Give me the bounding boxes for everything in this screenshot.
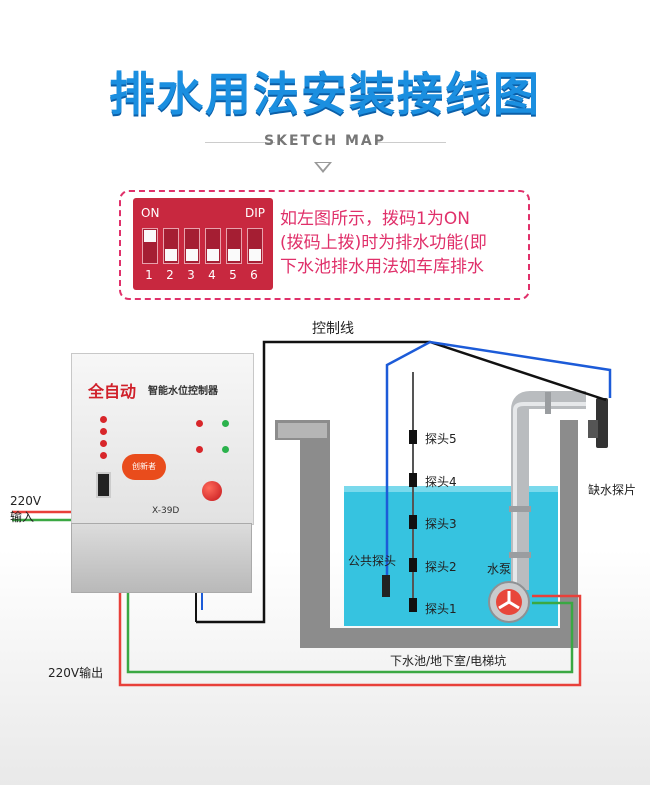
instruction-box — [119, 190, 530, 300]
instruction-line: 如左图所示，拨码1为ON — [280, 209, 470, 229]
pump-pipe-highlight — [513, 402, 586, 590]
power-out-green — [126, 540, 574, 674]
dip-switch-4 — [205, 228, 221, 264]
title-rule-left — [205, 142, 275, 143]
probe-1 — [409, 598, 417, 612]
page-subtitle: SKETCH MAP — [264, 133, 386, 149]
probe-label: 探头1 — [425, 602, 457, 616]
power-out-red — [118, 540, 582, 687]
device-logo: 创新者 — [122, 454, 166, 480]
page-title: 排水用法安装接线图 — [109, 67, 541, 121]
power-in-label: 220V 输入 — [10, 494, 42, 524]
status-led — [196, 420, 203, 427]
device-brand: 全自动 — [88, 382, 137, 401]
probe-label: 探头3 — [425, 517, 457, 531]
level-led — [100, 440, 107, 447]
dip-number: 6 — [250, 268, 258, 282]
level-led — [100, 452, 107, 459]
probe-3 — [409, 515, 417, 529]
control-line-label: 控制线 — [312, 321, 354, 337]
device-name: 智能水位控制器 — [148, 386, 218, 397]
probe-2 — [409, 558, 417, 572]
dip-number: 2 — [166, 268, 174, 282]
pipe-flange — [509, 506, 531, 512]
basin-label: 下水池/地下室/电梯坑 — [390, 654, 507, 668]
title-rule-right — [376, 142, 446, 143]
basin-wall — [275, 420, 578, 648]
dip-switch-6 — [247, 228, 263, 264]
blue-wire — [385, 340, 612, 580]
dip-label: DIP — [244, 206, 265, 220]
instruction-line: (拨码上拨)时为排水功能(即 — [280, 233, 487, 253]
power-out-label: 220V输出 — [48, 666, 104, 680]
water-surface — [344, 486, 558, 492]
status-led — [196, 446, 203, 453]
start-stop-button — [202, 481, 222, 501]
probe-4 — [409, 473, 417, 487]
probe-clip — [588, 420, 598, 438]
dip-on-label: ON — [141, 206, 160, 220]
level-led — [100, 428, 107, 435]
instruction-text: 如左图所示，拨码1为ON (拨码上拨)时为排水功能(即 下水池排水用法如车库排水 — [280, 207, 525, 279]
pipe-flange — [509, 552, 531, 558]
instruction-line: 下水池排水用法如车库排水 — [280, 257, 484, 277]
probe-5 — [409, 430, 417, 444]
chevron-down-icon — [314, 162, 332, 173]
no-water-probe — [596, 398, 608, 448]
common-probe-label: 公共探头 — [348, 554, 397, 568]
dip-switch-1 — [142, 228, 158, 264]
status-led — [222, 446, 229, 453]
dip-switch-2 — [163, 228, 179, 264]
controller-device: 全自动 智能水位控制器 创新者 X-39D — [71, 353, 254, 525]
no-water-probe-label: 缺水探片 — [588, 483, 637, 497]
probe-label: 探头5 — [425, 432, 457, 446]
pump-label: 水泵 — [487, 562, 512, 576]
status-led — [222, 420, 229, 427]
terminal-block — [71, 523, 252, 593]
dip-number: 4 — [208, 268, 216, 282]
common-probe — [382, 575, 390, 597]
device-model: X-39D — [152, 506, 180, 516]
pipe-flange — [545, 392, 551, 414]
probe-label: 探头4 — [425, 475, 457, 489]
dip-number: 1 — [145, 268, 153, 282]
dip-switch-5 — [226, 228, 242, 264]
dip-number: 5 — [229, 268, 237, 282]
control-line-wire — [196, 340, 607, 624]
dip-switch: ON DIP 1 2 3 4 5 6 — [133, 198, 273, 290]
basin-wall-shade — [278, 423, 327, 438]
power-switch — [96, 472, 111, 498]
probe-label: 探头2 — [425, 560, 457, 574]
dip-switch-3 — [184, 228, 200, 264]
pump-blades — [498, 591, 520, 610]
dip-number: 3 — [187, 268, 195, 282]
level-led — [100, 416, 107, 423]
